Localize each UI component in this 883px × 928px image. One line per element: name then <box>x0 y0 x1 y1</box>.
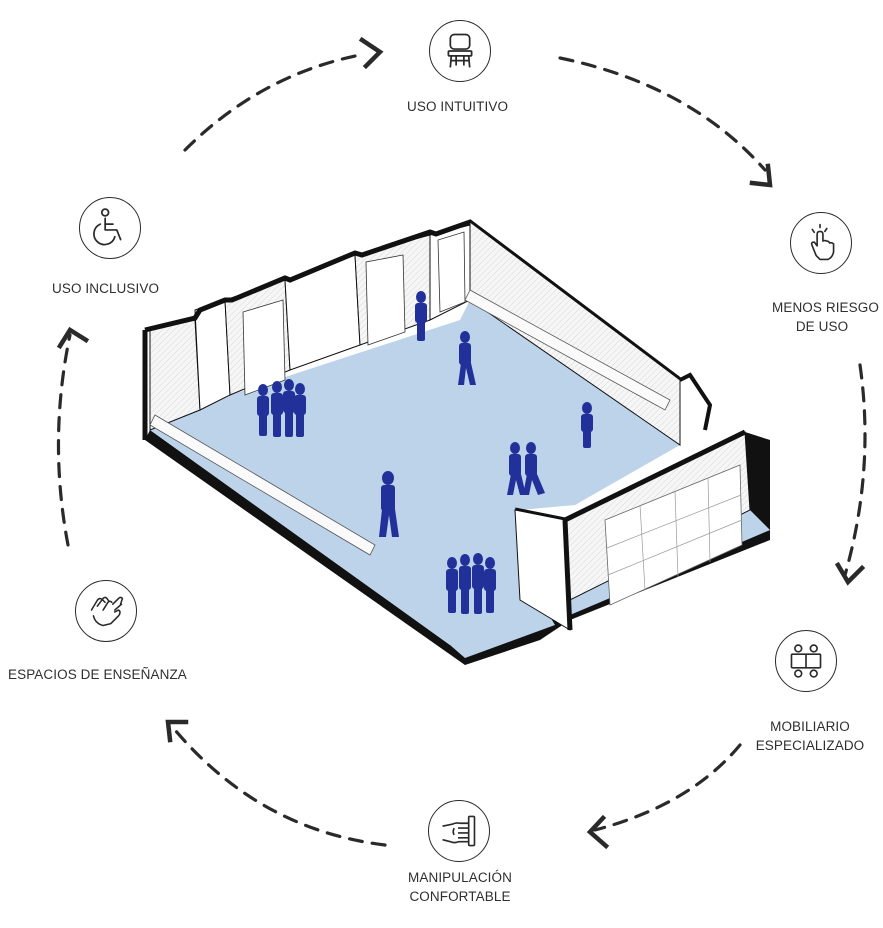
arrow-heads <box>56 36 866 850</box>
shelves <box>604 464 743 606</box>
back-wall-2 <box>194 299 231 411</box>
label-uso-intuitivo: USO INTUITIVO <box>407 99 509 114</box>
door-1 <box>242 299 286 396</box>
handshake-icon <box>75 580 137 642</box>
person-door <box>415 291 427 341</box>
counter-left <box>149 414 376 556</box>
chair-icon <box>429 20 491 82</box>
counter-right <box>464 289 671 411</box>
room-floor <box>150 300 680 658</box>
arrow-inclusive-to-intuitive <box>183 53 362 152</box>
label-menos-riesgo: MENOS RIESGO DE USO <box>772 300 879 334</box>
arrowhead-3 <box>834 561 866 586</box>
cycle-arrows <box>56 53 867 847</box>
label-manipulacion: MANIPULACIÓN CONFORTABLE <box>408 870 512 904</box>
hand-handle-icon <box>428 800 490 862</box>
arrow-teaching-to-inclusive <box>56 333 72 547</box>
arrow-handle-to-teaching <box>173 728 387 847</box>
label-mobiliario: MOBILIARIO ESPECIALIZADO <box>755 719 865 753</box>
arrow-risk-to-furniture <box>843 363 867 577</box>
arrow-intuitive-to-risk <box>558 56 767 172</box>
person-right <box>581 402 593 448</box>
arrowhead-4 <box>586 814 610 850</box>
person-walking-pair <box>507 442 545 495</box>
arrowhead-2 <box>749 163 773 188</box>
arrow-furniture-to-handle <box>593 743 742 832</box>
people-figures <box>257 291 593 614</box>
wheelchair-icon <box>79 197 141 259</box>
arrowhead-1 <box>358 36 384 70</box>
label-uso-inclusivo: USO INCLUSIVO <box>52 281 160 296</box>
door-2 <box>365 254 406 346</box>
label-espacios: ESPACIOS DE ENSEÑANZA <box>8 667 187 682</box>
right-side-wall <box>745 432 770 530</box>
group-front <box>446 553 496 614</box>
arrowhead-6 <box>56 326 90 350</box>
table-chairs-icon <box>775 630 837 692</box>
right-wall-outline <box>679 372 713 431</box>
corridor-edge <box>562 519 573 631</box>
arrowhead-5 <box>165 719 189 743</box>
person-walking-1 <box>458 331 476 385</box>
group-left <box>257 379 306 437</box>
person-center <box>379 471 399 537</box>
room-illustration <box>142 219 770 665</box>
wall-top-outline <box>144 219 682 382</box>
back-wall <box>149 319 201 431</box>
door-3 <box>437 231 466 313</box>
back-wall-4 <box>284 254 361 371</box>
touch-hand-icon <box>790 212 852 274</box>
